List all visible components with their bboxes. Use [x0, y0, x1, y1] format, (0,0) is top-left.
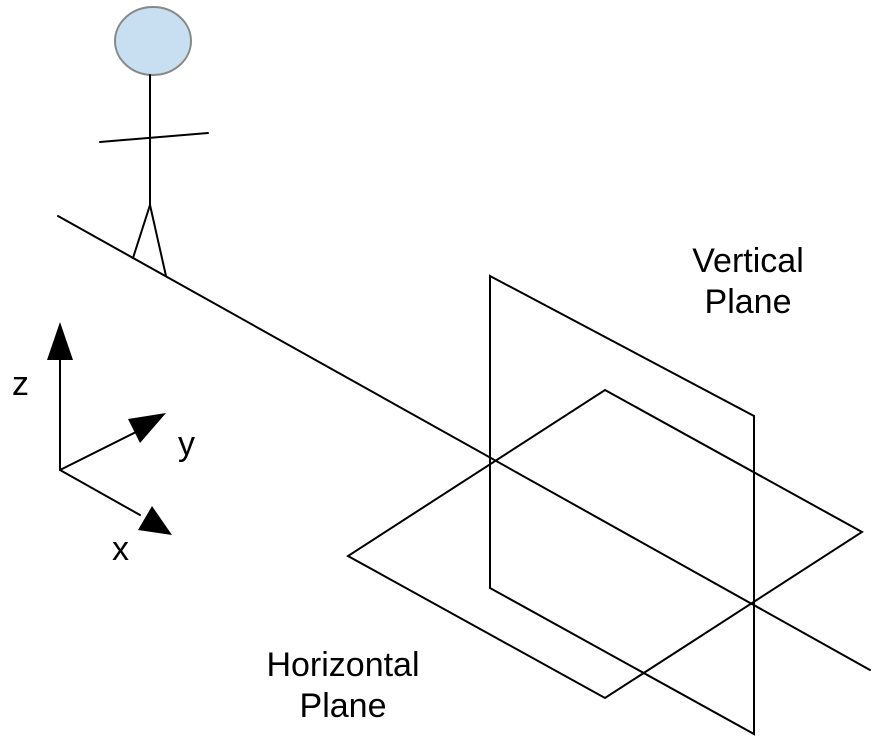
axis-x-label: x [112, 530, 129, 568]
figure-arms [99, 132, 209, 143]
horizontal-plane-label-line1: Horizontal [266, 646, 419, 684]
vertical-plane-label-line2: Plane [705, 283, 792, 321]
axis-z-label: z [12, 365, 29, 403]
x-axis [59, 469, 141, 516]
y-axis-arrow [128, 413, 166, 443]
axes [47, 322, 172, 535]
x-axis-arrow [138, 506, 172, 535]
figure-left-leg [132, 204, 151, 259]
z-axis-arrow [47, 322, 73, 360]
vertical-plane [489, 274, 755, 736]
ground-line [57, 215, 871, 671]
stick-figure [99, 6, 209, 277]
horizontal-plane [346, 388, 864, 700]
axis-y-label: y [178, 425, 195, 463]
vertical-plane-label-line1: Vertical [692, 242, 804, 280]
y-axis [59, 429, 141, 471]
figure-right-leg [149, 204, 167, 277]
horizontal-plane-label-line2: Plane [300, 687, 387, 725]
figure-head [114, 6, 192, 76]
